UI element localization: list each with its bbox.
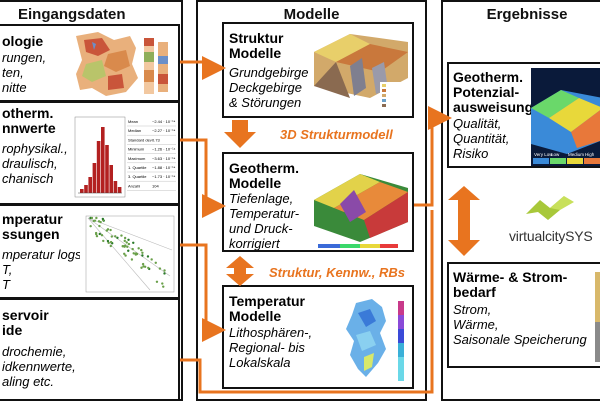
flow-arrows: [0, 0, 600, 400]
